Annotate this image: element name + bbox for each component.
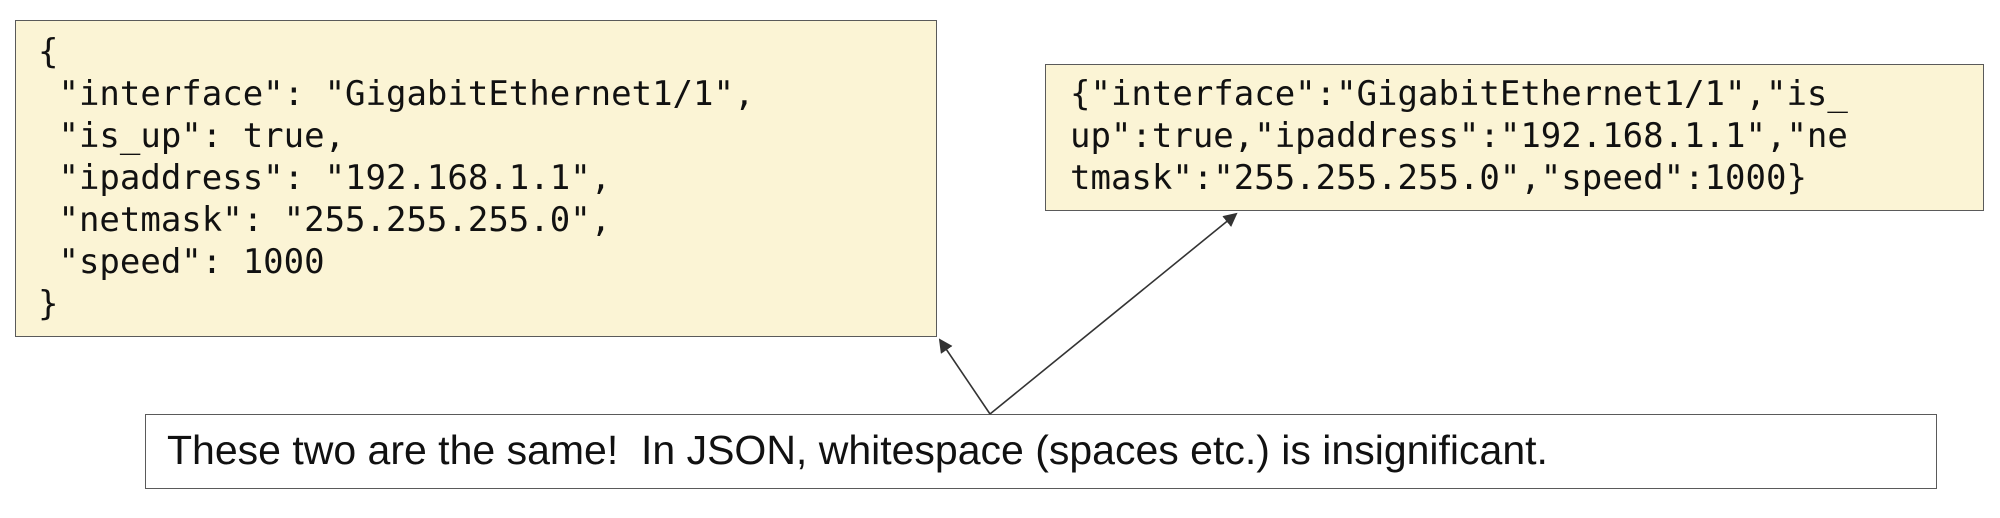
pretty-json-line: "speed": 1000 [38, 242, 325, 282]
pretty-json-line: } [38, 284, 59, 324]
note-box: These two are the same! In JSON, whitesp… [145, 414, 1937, 489]
arrow-to-pretty-box [938, 338, 991, 415]
pretty-json-line: "netmask": "255.255.255.0", [38, 200, 612, 240]
compact-json-line: {"interface":"GigabitEthernet1/1","is_ [1070, 74, 1848, 114]
arrow-to-compact-box [989, 212, 1238, 415]
pretty-json-line: "interface": "GigabitEthernet1/1", [38, 74, 755, 114]
compact-json-line: tmask":"255.255.255.0","speed":1000} [1070, 158, 1807, 198]
pretty-json-line: "ipaddress": "192.168.1.1", [38, 158, 612, 198]
compact-json-line: up":true,"ipaddress":"192.168.1.1","ne [1070, 116, 1848, 156]
pretty-json-line: "is_up": true, [38, 116, 346, 156]
note-text: These two are the same! In JSON, whitesp… [167, 427, 1548, 473]
compact-json-box: {"interface":"GigabitEthernet1/1","is_ u… [1045, 64, 1984, 211]
pretty-json-box: { "interface": "GigabitEthernet1/1", "is… [15, 20, 937, 337]
pretty-json-line: { [38, 32, 59, 72]
